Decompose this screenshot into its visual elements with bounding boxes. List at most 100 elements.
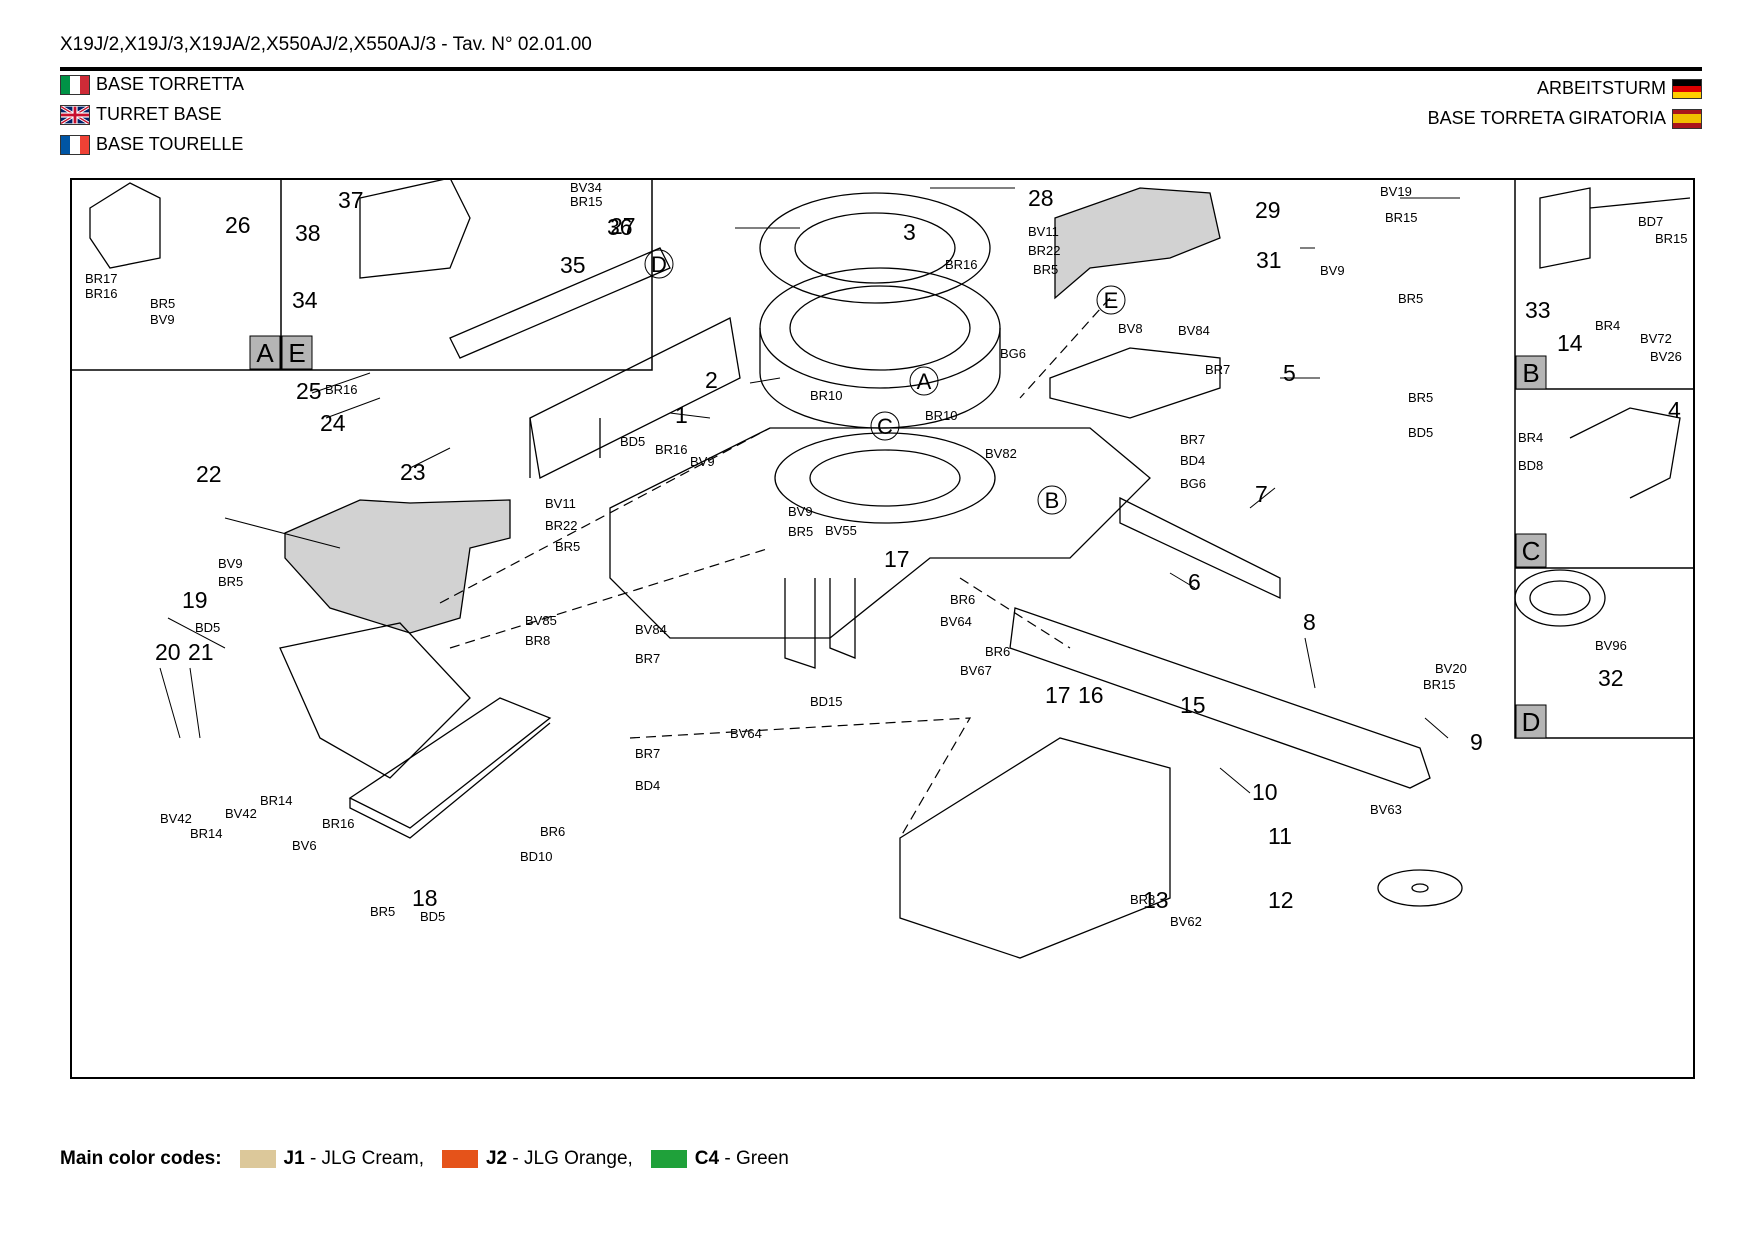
part-5-tray xyxy=(1049,347,1221,419)
callout-37: 37 xyxy=(338,187,364,213)
callout-29: 29 xyxy=(1255,197,1281,223)
code-c4-id: C4 xyxy=(694,1148,720,1169)
hw-br7: BR7 xyxy=(1205,362,1230,377)
callout-17a: 17 xyxy=(884,546,910,572)
hardware-labels: BV34 BR15 BR17 BR16 BR5 BV9 BV19 BV11 BR… xyxy=(85,180,1688,929)
hw-bd5-c: BD5 xyxy=(195,620,220,635)
hw-bv19: BV19 xyxy=(1380,184,1412,199)
hw-br7-c: BR7 xyxy=(635,651,660,666)
code-c4-name: - Green xyxy=(719,1148,789,1169)
callout-19: 19 xyxy=(182,587,208,613)
part-22-cover xyxy=(284,499,511,634)
callout-28: 28 xyxy=(1028,185,1054,211)
hw-br5-d: BR5 xyxy=(1408,390,1433,405)
detail-letter-e: E xyxy=(288,338,305,368)
callout-18: 18 xyxy=(412,885,438,911)
hw-bv85: BV85 xyxy=(525,613,557,628)
callout-35: 35 xyxy=(560,252,586,278)
code-j2: J2 - JLG Orange, xyxy=(486,1148,633,1170)
swatch-jlg-cream xyxy=(239,1150,276,1168)
hw-bv84-b: BV84 xyxy=(635,622,667,637)
hw-br8-b: BR8 xyxy=(1130,892,1155,907)
hw-br4: BR4 xyxy=(1595,318,1620,333)
view-marker-a: A xyxy=(917,369,932,394)
hw-br5-f: BR5 xyxy=(788,524,813,539)
callout-15: 15 xyxy=(1180,692,1206,718)
hw-br16-d: BR16 xyxy=(322,816,355,831)
lang-label-fr: BASE TOURELLE xyxy=(96,134,244,154)
hw-br22: BR22 xyxy=(1028,243,1061,258)
callout-16: 16 xyxy=(1078,682,1104,708)
callout-23: 23 xyxy=(400,459,426,485)
hw-bv34: BV34 xyxy=(570,180,602,195)
hw-br10: BR10 xyxy=(810,388,843,403)
hw-bv9-b: BV9 xyxy=(1320,263,1345,278)
callout-27: 27 xyxy=(610,213,636,239)
detail-bcd-border xyxy=(1514,179,1695,739)
callout-6: 6 xyxy=(1188,569,1201,595)
hw-br10-b: BR10 xyxy=(925,408,958,423)
detail-letter-d: D xyxy=(1522,707,1541,737)
hw-br5-c: BR5 xyxy=(1398,291,1423,306)
callout-17b: 17 xyxy=(1045,682,1071,708)
hw-br5-g: BR5 xyxy=(218,574,243,589)
hw-br6-b: BR6 xyxy=(950,592,975,607)
hw-bv42-b: BV42 xyxy=(225,806,257,821)
callout-36: 36 xyxy=(607,214,633,240)
hw-bv64-b: BV64 xyxy=(940,614,972,629)
hw-bv11-b: BV11 xyxy=(545,496,576,511)
callout-9: 9 xyxy=(1470,729,1483,755)
detail-ae-border xyxy=(71,179,653,371)
callout-7: 7 xyxy=(1255,481,1268,507)
flag-france-icon xyxy=(60,134,90,155)
view-markers xyxy=(644,249,1126,515)
hw-br7-d: BR7 xyxy=(635,746,660,761)
view-marker-b: B xyxy=(1045,488,1060,513)
hw-bv96: BV96 xyxy=(1595,638,1627,653)
part-13-tank xyxy=(899,737,1171,959)
lang-french: BASE TOURELLE xyxy=(60,134,243,155)
hw-br6-c: BR6 xyxy=(985,644,1010,659)
hw-bv9-c: BV9 xyxy=(690,454,715,469)
callout-20: 20 xyxy=(155,639,181,665)
hw-bv9-e: BV9 xyxy=(218,556,243,571)
part-23-24-frame xyxy=(449,247,741,479)
code-j1: J1 - JLG Cream, xyxy=(284,1148,424,1170)
code-j1-id: J1 xyxy=(283,1148,305,1169)
hw-bv6: BV6 xyxy=(292,838,317,853)
hw-br5-e: BR5 xyxy=(555,539,580,554)
hw-bd4: BD4 xyxy=(1180,453,1205,468)
hw-bv55: BV55 xyxy=(825,523,857,538)
hw-br16-c: BR16 xyxy=(655,442,688,457)
part-7-guard xyxy=(1119,496,1281,600)
callout-33: 33 xyxy=(1525,297,1551,323)
hw-bv8: BV8 xyxy=(1118,321,1143,336)
lang-spanish: BASE TORRETA GIRATORIA xyxy=(1428,108,1702,129)
flag-spain-icon xyxy=(1672,108,1702,129)
hw-bg6: BG6 xyxy=(1000,346,1026,361)
hw-br15: BR15 xyxy=(570,194,603,209)
callout-numbers: 1 2 3 5 6 7 8 9 10 11 12 13 15 16 17 17 … xyxy=(155,185,1681,913)
part-sketches xyxy=(89,178,1691,959)
code-c4: C4 - Green xyxy=(695,1148,789,1170)
swatch-jlg-orange xyxy=(441,1150,478,1168)
detail-letter-a: A xyxy=(256,338,274,368)
callout-3: 3 xyxy=(903,219,916,245)
hw-br6: BR6 xyxy=(540,824,565,839)
hw-bv67: BV67 xyxy=(960,663,992,678)
callout-21: 21 xyxy=(188,639,214,665)
flag-uk-icon xyxy=(60,104,90,125)
hw-br15-b: BR15 xyxy=(1423,677,1456,692)
lang-english: TURRET BASE xyxy=(60,104,222,125)
detail-letter-b: B xyxy=(1522,358,1539,388)
detail-a-bracket xyxy=(89,182,161,269)
callout-13: 13 xyxy=(1143,887,1169,913)
callout-24: 24 xyxy=(320,410,346,436)
part-1-turret-frame xyxy=(609,427,1151,639)
callout-12: 12 xyxy=(1268,887,1294,913)
lang-label-de: ARBEITSTURM xyxy=(1536,78,1666,98)
hw-bd10: BD10 xyxy=(520,849,553,864)
lang-label-it: BASE TORRETTA xyxy=(96,74,245,94)
detail-c-frame xyxy=(1569,407,1681,499)
hw-bd5-b: BD5 xyxy=(620,434,645,449)
